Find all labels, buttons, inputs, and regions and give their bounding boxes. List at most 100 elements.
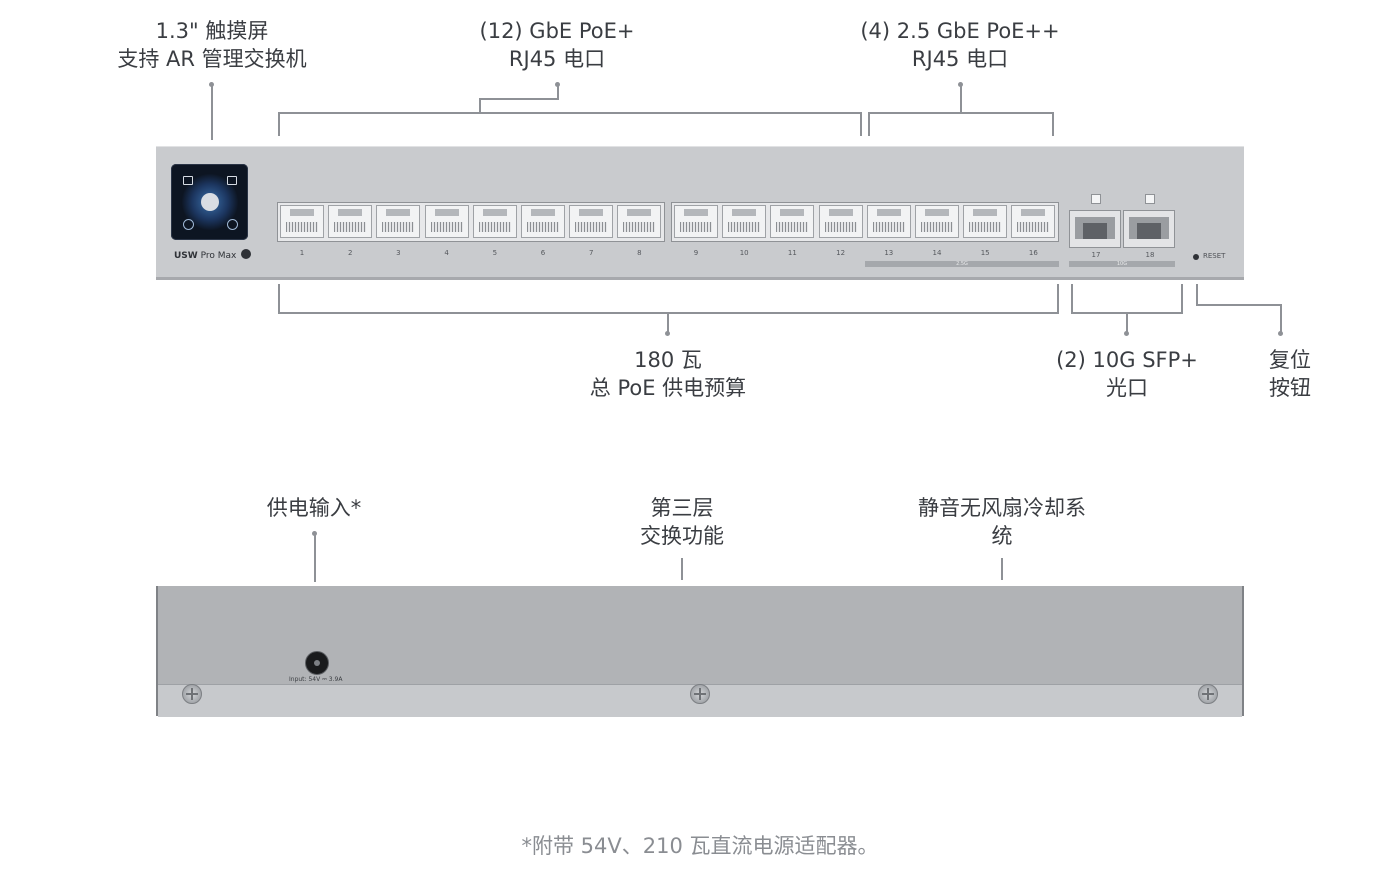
port-label-5: 5 — [492, 249, 498, 257]
callout-poe-budget: 180 瓦 总 PoE 供电预算 — [548, 346, 788, 402]
switch-back-panel: Input: 54V ⎓ 3.9A — [156, 586, 1244, 717]
rj45-port-1[interactable] — [280, 205, 324, 238]
reset-label: RESET — [1203, 252, 1226, 260]
bracket-2-5g-left — [868, 112, 870, 136]
screen-bars-icon — [227, 176, 237, 185]
sfp-port-18[interactable] — [1123, 210, 1175, 248]
port-label-15: 15 — [980, 249, 990, 257]
sfp-port-17[interactable] — [1069, 210, 1121, 248]
callout-sfp-line2: 光口 — [1106, 376, 1148, 400]
bracket-2-5g-right — [1052, 112, 1054, 136]
port-label-7: 7 — [588, 249, 594, 257]
rj45-port-13[interactable] — [866, 205, 911, 238]
leader-line-sfp — [1126, 312, 1128, 332]
speed-bar-10g: 10G — [1069, 261, 1175, 267]
leader-line-layer3 — [681, 558, 683, 580]
port-label-8: 8 — [637, 249, 642, 257]
rj45-port-8[interactable] — [617, 205, 662, 238]
callout-power-input-line1: 供电输入* — [266, 496, 362, 520]
rj45-port-11[interactable] — [770, 205, 815, 238]
callout-sfp: (2) 10G SFP+ 光口 — [1027, 346, 1227, 402]
leader-line-gbe-v — [557, 85, 559, 99]
callout-sfp-line1: (2) 10G SFP+ — [1056, 348, 1198, 372]
leader-line-reset-v2 — [1280, 304, 1282, 332]
callout-layer3-line1: 第三层 — [650, 496, 714, 520]
rj45-port-3[interactable] — [376, 205, 421, 238]
model-brand: USW — [174, 251, 198, 261]
reset-button[interactable] — [1193, 254, 1199, 260]
leader-line-2-5g — [960, 85, 962, 112]
callout-touchscreen-line1: 1.3" 触摸屏 — [155, 19, 269, 43]
port-label-3: 3 — [396, 249, 401, 257]
callout-poe-2-5g-line1: (4) 2.5 GbE PoE++ — [860, 19, 1060, 43]
callout-touchscreen-line2: 支持 AR 管理交换机 — [117, 47, 307, 71]
leader-dot-poe — [665, 331, 670, 336]
bracket-gbe-top — [278, 112, 862, 114]
callout-reset-line2: 按钮 — [1269, 376, 1311, 400]
callout-gbe-poe: (12) GbE PoE+ RJ45 电口 — [437, 17, 677, 73]
rj45-port-10[interactable] — [722, 205, 767, 238]
leader-line-touchscreen — [211, 85, 213, 140]
rj45-port-5[interactable] — [472, 205, 517, 238]
callout-gbe-poe-line1: (12) GbE PoE+ — [479, 19, 635, 43]
rj45-port-4[interactable] — [424, 205, 469, 238]
callout-power-input: 供电输入* — [214, 494, 414, 522]
bracket-poe-right — [1057, 284, 1059, 314]
rj45-port-16[interactable] — [1011, 205, 1056, 238]
rj45-port-15[interactable] — [963, 205, 1008, 238]
bracket-gbe-right — [860, 112, 862, 136]
callout-touchscreen: 1.3" 触摸屏 支持 AR 管理交换机 — [92, 17, 332, 73]
lightning-logo-icon — [241, 249, 252, 259]
leader-dot-power — [312, 531, 317, 536]
sfp-17-label: 17 — [1091, 251, 1101, 259]
rj45-port-9[interactable] — [674, 205, 718, 238]
callout-layer3: 第三层 交换功能 — [582, 494, 782, 550]
leader-line-poe — [667, 312, 669, 332]
screw-left-icon — [182, 684, 202, 704]
leader-line-reset-v — [1196, 284, 1198, 306]
bracket-poe-left — [278, 284, 280, 314]
leader-line-gbe-v2 — [479, 98, 481, 112]
port-label-13: 13 — [884, 249, 894, 257]
rj45-port-2[interactable] — [328, 205, 373, 238]
callout-layer3-line2: 交换功能 — [640, 524, 724, 548]
power-spec-label: Input: 54V ⎓ 3.9A — [289, 676, 343, 683]
leader-dot-2-5g — [958, 82, 963, 87]
leader-line-reset-h — [1196, 304, 1282, 306]
bracket-gbe-left — [278, 112, 280, 136]
port-label-4: 4 — [444, 249, 449, 257]
port-label-10: 10 — [739, 249, 749, 257]
callout-poe-2-5g: (4) 2.5 GbE PoE++ RJ45 电口 — [840, 17, 1080, 73]
sfp-18-led — [1145, 194, 1155, 204]
leader-line-gbe-h — [479, 98, 559, 100]
screw-center-icon — [690, 684, 710, 704]
rj45-port-6[interactable] — [521, 205, 565, 238]
callout-fanless: 静音无风扇冷却系 统 — [882, 494, 1122, 550]
speed-bar-2-5g: 2.5G — [865, 261, 1059, 267]
leader-line-fanless — [1001, 558, 1003, 580]
leader-dot-gbe — [555, 82, 560, 87]
leader-dot-sfp — [1124, 331, 1129, 336]
rj45-port-7[interactable] — [569, 205, 614, 238]
touchscreen-display[interactable] — [171, 164, 248, 240]
rj45-port-14[interactable] — [915, 205, 959, 238]
port-label-16: 16 — [1028, 249, 1038, 257]
callout-poe-budget-line2: 总 PoE 供电预算 — [589, 376, 747, 400]
port-label-6: 6 — [540, 249, 546, 257]
bracket-sfp-right — [1181, 284, 1183, 314]
callout-reset: 复位 按钮 — [1240, 346, 1340, 402]
leader-dot-reset — [1278, 331, 1283, 336]
port-label-14: 14 — [932, 249, 942, 257]
port-label-11: 11 — [787, 249, 797, 257]
dc-power-jack[interactable] — [305, 651, 329, 675]
footnote: *附带 54V、210 瓦直流电源适配器。 — [521, 834, 879, 858]
model-label: USW Pro Max — [174, 249, 252, 261]
callout-poe-2-5g-line2: RJ45 电口 — [911, 47, 1009, 71]
rj45-port-12[interactable] — [818, 205, 863, 238]
leader-line-power — [314, 534, 316, 582]
callout-fanless-line2: 统 — [991, 524, 1013, 548]
screen-left-circle-icon — [183, 219, 194, 230]
screen-right-circle-icon — [227, 219, 238, 230]
sfp-18-label: 18 — [1145, 251, 1155, 259]
